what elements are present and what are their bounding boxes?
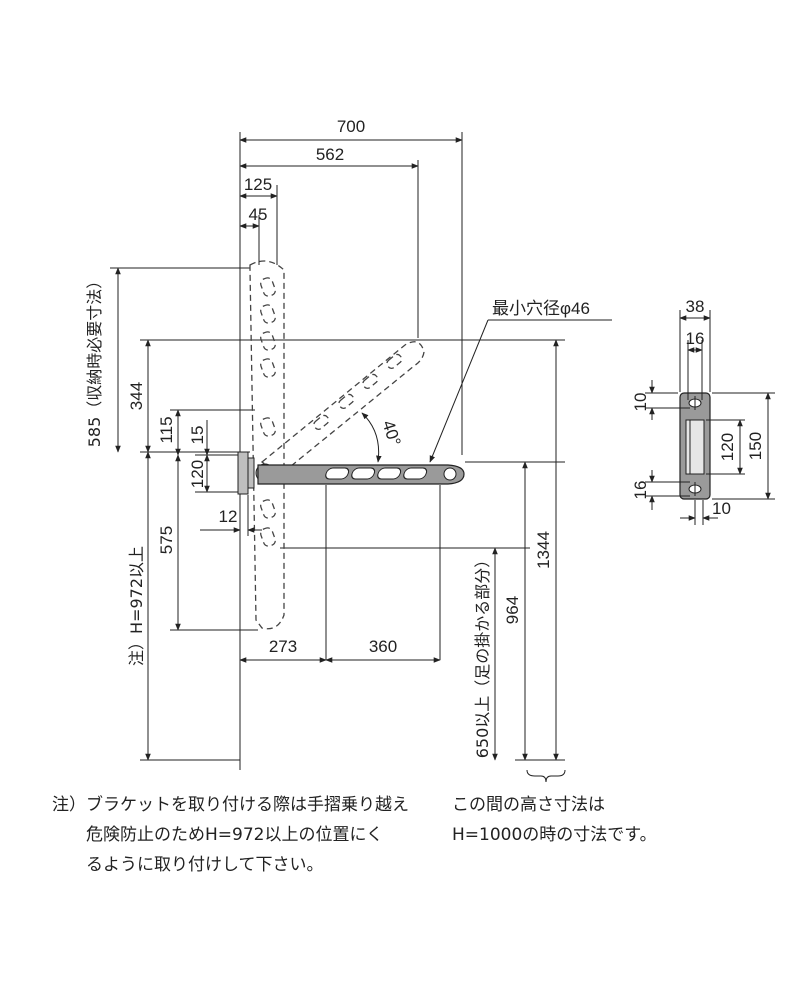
side-16-label: 16	[686, 329, 705, 348]
dim-650: 650以上（足の掛かる部分）	[473, 547, 498, 761]
dim-575: 575	[157, 454, 181, 631]
dim-1344: 1344	[534, 339, 559, 761]
left-note-line3: るように取り付けして下さい。	[86, 855, 324, 875]
side-dim-120: 120	[718, 419, 743, 475]
left-note-line2: 危険防止のためH=972以上の位置にく	[86, 825, 384, 845]
stored-arm-outline	[249, 260, 285, 630]
side-view	[645, 310, 775, 525]
dim-585: 585（収納時必要寸法）	[85, 267, 121, 453]
side-dim-150: 150	[746, 392, 771, 500]
dim-1344-label: 1344	[534, 531, 553, 569]
side-10-top-label: 10	[631, 393, 650, 412]
dim-273: 273	[239, 637, 327, 663]
hole-callout: 最小穴径φ46	[429, 299, 612, 463]
dim-562-label: 562	[316, 145, 344, 164]
note-h-label: 注）H=972以上	[127, 546, 146, 666]
dim-115: 115	[157, 409, 181, 456]
dim-360-label: 360	[369, 637, 397, 656]
angle-40: 40°	[361, 412, 404, 463]
dim-273-label: 273	[269, 637, 297, 656]
dim-12-label: 12	[219, 507, 238, 526]
right-note-line2: H=1000の時の寸法です。	[452, 825, 657, 845]
left-note-line1: 注）ブラケットを取り付ける際は手摺乗り越え	[52, 795, 409, 815]
angle-label: 40°	[378, 418, 404, 448]
dim-15: 15	[188, 420, 210, 456]
dim-700: 700	[239, 117, 463, 143]
side-16-bottom-label: 16	[631, 481, 650, 500]
dim-344: 344	[127, 339, 151, 453]
dim-45-label: 45	[249, 205, 268, 224]
angled-arm-outline	[260, 341, 425, 476]
dim-360: 360	[325, 637, 441, 663]
dim-h972: 注）H=972以上	[127, 451, 151, 761]
side-dim-16-bottom: 16	[631, 470, 655, 510]
right-note-line1: この間の高さ寸法は	[452, 795, 605, 815]
side-dim-10-bottom: 10	[680, 499, 731, 521]
dim-115-label: 115	[157, 416, 176, 443]
side-120-label: 120	[718, 433, 737, 461]
side-dim-16: 16	[686, 329, 705, 353]
foot-label: 650以上（足の掛かる部分）	[473, 552, 492, 759]
hole-label: 最小穴径φ46	[492, 299, 590, 318]
dim-12: 12	[200, 495, 262, 536]
dim-964: 964	[503, 461, 528, 761]
side-dim-10-top: 10	[631, 380, 655, 420]
dim-125: 125	[239, 175, 278, 199]
dim-700-label: 700	[337, 117, 365, 136]
dim-125-label: 125	[244, 175, 272, 194]
left-note: 注）ブラケットを取り付ける際は手摺乗り越え 危険防止のためH=972以上の位置に…	[52, 790, 472, 880]
side-38-label: 38	[686, 297, 705, 316]
storage-label: 585（収納時必要寸法）	[85, 273, 104, 448]
dim-45: 45	[239, 205, 268, 229]
range-brace	[526, 769, 566, 783]
side-dim-38: 38	[679, 297, 711, 321]
extension-lines	[110, 132, 565, 770]
dim-344-label: 344	[127, 382, 146, 410]
dim-120-label: 120	[188, 460, 207, 488]
dim-575-label: 575	[157, 526, 176, 554]
dim-964-label: 964	[503, 596, 522, 624]
right-note: この間の高さ寸法は H=1000の時の寸法です。	[452, 790, 752, 850]
dim-15-label: 15	[188, 426, 207, 445]
dim-562: 562	[239, 145, 419, 169]
side-10-bottom-label: 10	[712, 499, 731, 518]
dim-120: 120	[188, 454, 210, 493]
side-150-label: 150	[746, 432, 765, 460]
horizontal-arm	[257, 464, 465, 485]
